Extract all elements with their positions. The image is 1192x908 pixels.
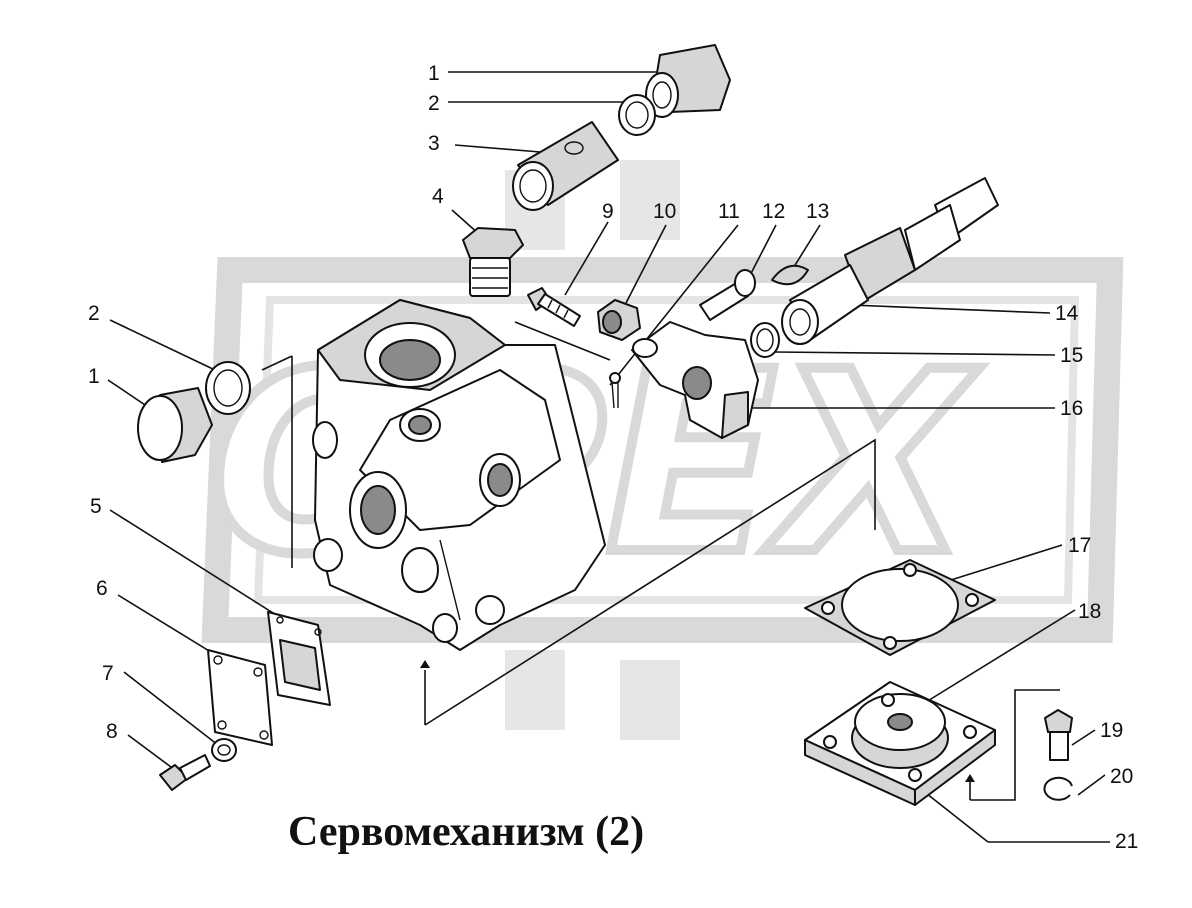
main-valve-body	[312, 299, 606, 651]
part-8-screw	[159, 754, 211, 791]
callout-label: 14	[1055, 302, 1079, 325]
leader-10	[624, 224, 667, 306]
part-20-circlip	[1043, 776, 1073, 801]
part-1-left-fitting	[137, 387, 213, 463]
callout-label: 6	[96, 577, 108, 600]
part-16-lever	[631, 321, 759, 439]
part-6-plate	[207, 649, 273, 746]
leader-15	[774, 351, 1056, 356]
callout-label: 18	[1078, 600, 1101, 623]
leader-9	[564, 221, 609, 296]
callout-label: 8	[106, 720, 118, 743]
leader-5	[109, 509, 301, 631]
leader-7	[123, 671, 219, 746]
part-13-key	[771, 264, 809, 286]
part-4-plug	[462, 227, 524, 297]
callout-label: 9	[602, 200, 614, 223]
part-19-bolt	[1044, 709, 1073, 761]
leader-lines	[107, 71, 1110, 843]
callout-label: 2	[428, 92, 440, 115]
part-11-cotter-pin	[609, 372, 621, 409]
leader-20	[1077, 774, 1106, 796]
leader-13	[791, 224, 821, 271]
diagram-title: Сервомеханизм (2)	[288, 809, 644, 855]
leader-2-left	[109, 319, 216, 371]
part-5-gasket	[267, 611, 331, 706]
part-2-left-oring	[205, 361, 251, 415]
callout-label: 1	[428, 62, 440, 85]
callout-label: 13	[806, 200, 829, 223]
callout-label: 5	[90, 495, 102, 518]
part-14-shaft	[781, 177, 999, 345]
callout-label: 11	[718, 200, 740, 223]
part-7-washer	[211, 738, 237, 762]
callout-label: 1	[88, 365, 100, 388]
callout-label: 21	[1115, 830, 1138, 853]
callout-labels: 1 2 3 4 9 10 11 12 13 2 1 14 15 16 5 17 …	[88, 62, 1138, 853]
part-2-top-oring	[618, 94, 656, 136]
callout-label: 7	[102, 662, 114, 685]
leader-3	[454, 144, 541, 153]
leader-14	[849, 304, 1051, 314]
assembly-guides	[261, 321, 1060, 801]
leader-11	[609, 224, 739, 386]
callout-label: 4	[432, 185, 444, 208]
part-17-gasket	[804, 559, 996, 656]
callout-label: 16	[1060, 397, 1083, 420]
callout-label: 12	[762, 200, 785, 223]
part-12-pin	[699, 269, 756, 321]
part-18-cap	[804, 681, 996, 806]
leader-18	[904, 609, 1076, 716]
callout-label: 20	[1110, 765, 1133, 788]
part-1-top-fitting	[645, 44, 731, 118]
callout-label: 10	[653, 200, 676, 223]
callout-label: 2	[88, 302, 100, 325]
callout-label: 3	[428, 132, 440, 155]
leader-19	[1071, 729, 1096, 746]
part-3-sleeve	[512, 121, 619, 211]
leader-8	[127, 734, 176, 771]
callout-label: 19	[1100, 719, 1123, 742]
leader-21b	[921, 789, 989, 843]
part-15-ring	[750, 322, 780, 358]
leader-17	[934, 544, 1063, 586]
callout-label: 17	[1068, 534, 1091, 557]
part-9-bolt	[527, 287, 581, 327]
callout-label: 15	[1060, 344, 1083, 367]
part-10-nut	[597, 299, 641, 341]
